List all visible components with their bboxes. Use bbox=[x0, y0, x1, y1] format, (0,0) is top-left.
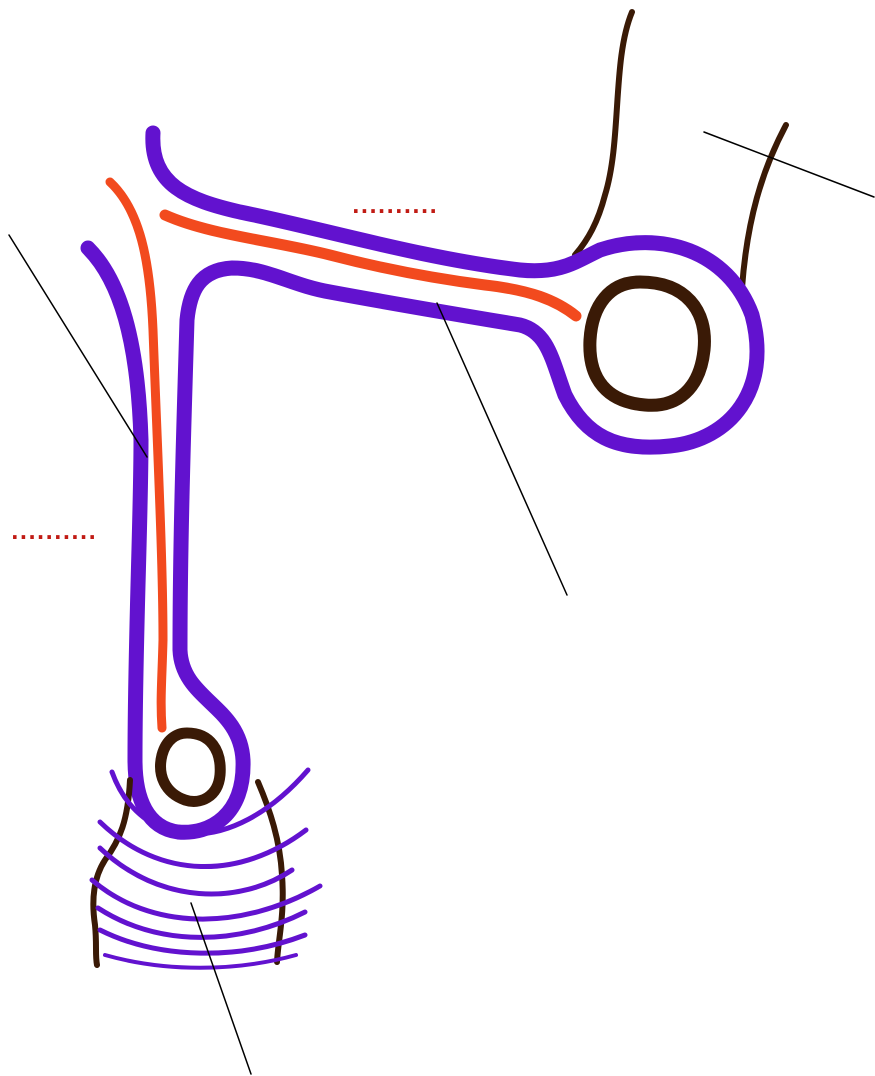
bottom-ring bbox=[161, 733, 221, 801]
blank-label-top: .......... bbox=[352, 196, 438, 216]
right-ring bbox=[590, 282, 705, 405]
base-arc-7 bbox=[105, 955, 296, 968]
upper-strand-left bbox=[575, 12, 632, 255]
outer-membrane bbox=[88, 133, 757, 832]
pointer-line-bottom bbox=[191, 903, 251, 1074]
pointer-line-right bbox=[704, 132, 874, 197]
base-arc-4 bbox=[92, 880, 320, 919]
base-arc-6 bbox=[100, 930, 305, 953]
blank-label-left: .......... bbox=[11, 522, 97, 542]
